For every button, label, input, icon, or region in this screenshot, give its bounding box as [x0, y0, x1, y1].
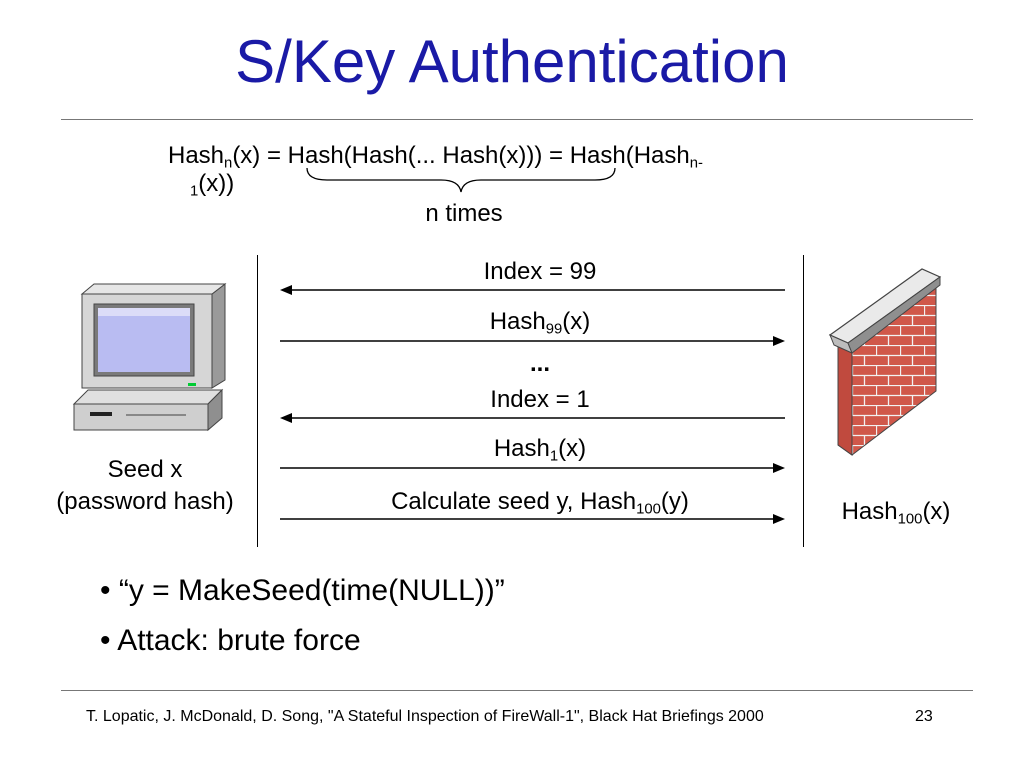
formula-part2: (x) = Hash(Hash(... Hash(x))) = Hash(Has… [232, 142, 690, 169]
msg4-text: Hash [493, 435, 550, 462]
msg2-text: Hash [489, 308, 546, 335]
arrow-right-2 [280, 463, 785, 473]
computer-icon [72, 282, 227, 432]
server-label-text: Hash [841, 498, 898, 525]
bullet-text-2: Attack: brute force [117, 624, 361, 657]
server-label-tail: (x) [922, 498, 951, 525]
message-calc-seed: Calculate seed y, Hash100(y) [285, 488, 795, 518]
message-index-99: Index = 99 [483, 258, 597, 285]
bullet-attack: • Attack: brute force [100, 626, 361, 656]
msg5-sub: 100 [636, 501, 661, 518]
formula-sub-n: n [224, 155, 233, 172]
client-label-line2: (password hash) [56, 488, 234, 515]
bullet-text-1: “y = MakeSeed(time(NULL))” [118, 574, 505, 607]
msg2-sub: 99 [545, 321, 563, 338]
formula-sub-1: 1 [190, 183, 199, 200]
arrow-right-3 [280, 514, 785, 524]
page-number: 23 [915, 708, 933, 725]
footer-citation: T. Lopatic, J. McDonald, D. Song, "A Sta… [86, 708, 764, 725]
slide-title: S/Key Authentication [235, 28, 789, 95]
formula-sub-n-minus: n- [689, 155, 703, 172]
msg4-tail: (x) [558, 435, 587, 462]
brace-label: n times [425, 200, 503, 227]
msg5-text: Calculate seed y, Hash [391, 488, 637, 515]
bullet-dot: • [100, 624, 118, 657]
msg4-sub: 1 [549, 448, 559, 465]
msg5-tail: (y) [660, 488, 689, 515]
message-hash-1: Hash1(x) [285, 435, 795, 465]
formula-part1: Hash [168, 142, 225, 169]
bullet-makeseed: • “y = MakeSeed(time(NULL))” [100, 576, 505, 606]
hash-formula-line1: Hashn(x) = Hash(Hash(... Hash(x))) = Has… [168, 142, 703, 172]
message-index-1: Index = 1 [490, 386, 590, 413]
arrow-right-1 [280, 336, 785, 346]
msg2-tail: (x) [562, 308, 591, 335]
bullet-dot: • [100, 574, 119, 607]
footer-divider [61, 690, 973, 691]
arrow-left-1 [280, 285, 785, 295]
client-label-line1: Seed x [107, 456, 183, 483]
curly-brace [306, 167, 616, 193]
server-label-sub: 100 [897, 511, 923, 528]
server-timeline [803, 255, 804, 547]
arrow-left-2 [280, 413, 785, 423]
message-hash-99: Hash99(x) [285, 308, 795, 338]
title-divider [61, 119, 973, 120]
formula-line2-text: (x)) [198, 170, 235, 197]
firewall-icon [828, 268, 942, 456]
server-label: Hash100(x) [826, 498, 966, 528]
client-timeline [257, 255, 258, 547]
hash-formula-line2: 1(x)) [190, 170, 235, 200]
message-arrows [280, 285, 785, 524]
message-ellipsis: ... [529, 350, 550, 377]
